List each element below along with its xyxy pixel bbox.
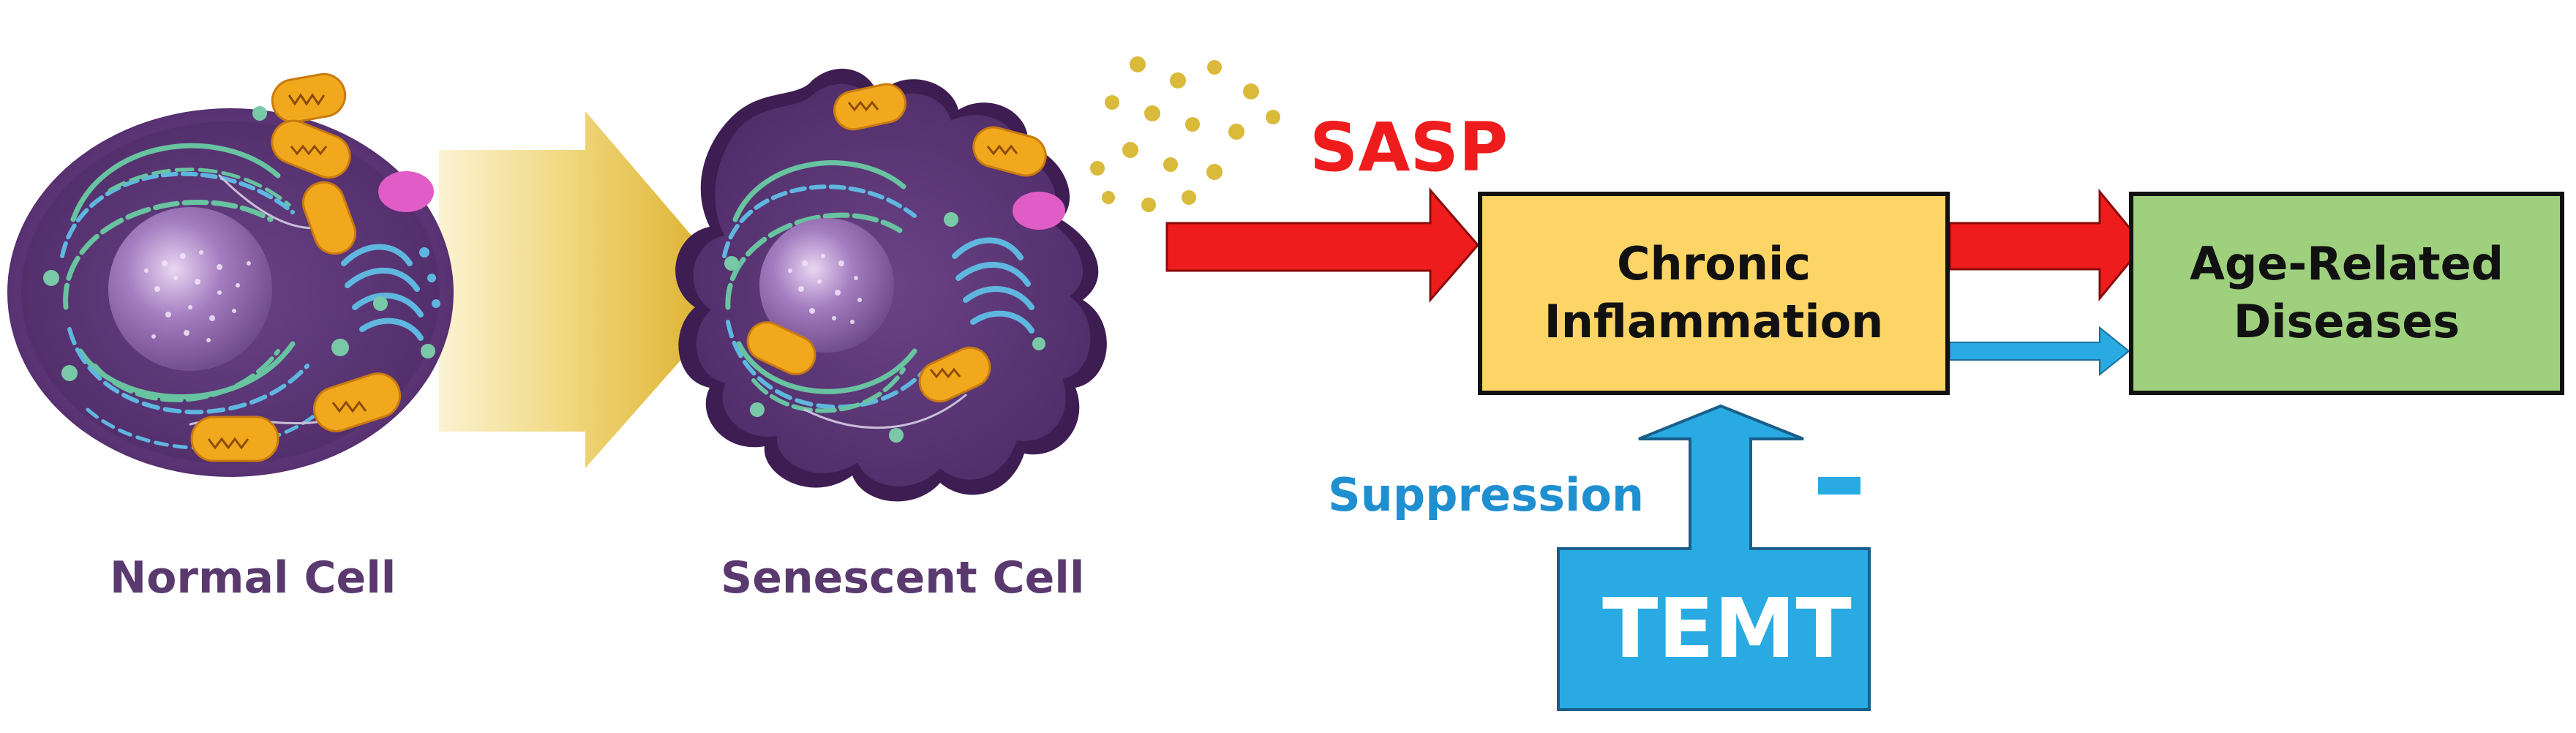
sasp-arrow	[1165, 187, 1479, 304]
disease-line1: Age-Related	[2189, 237, 2504, 291]
temt-label: TEMT	[1602, 582, 1852, 677]
senescent-cell-label: Senescent Cell	[721, 552, 1085, 604]
suppression-label: Suppression	[1328, 468, 1644, 522]
chronic-inflammation-box: Chronic Inflammation	[1478, 192, 1950, 395]
inflammation-to-disease-arrow	[1948, 188, 2145, 302]
disease-line2: Diseases	[2233, 295, 2460, 348]
sasp-label: SASP	[1310, 108, 1509, 187]
age-related-diseases-label: Age-Related Diseases	[2190, 236, 2504, 350]
minus-sign-icon	[1818, 477, 1860, 495]
transition-arrow	[439, 111, 740, 468]
blue-inflammation-arrow	[1949, 326, 2130, 377]
inflammation-line1: Chronic	[1617, 237, 1811, 291]
chronic-inflammation-label: Chronic Inflammation	[1544, 236, 1884, 350]
inflammation-line2: Inflammation	[1544, 295, 1884, 348]
sasp-particles-icon	[1090, 56, 1280, 212]
age-related-diseases-box: Age-Related Diseases	[2129, 192, 2564, 395]
suppression-arrow	[1557, 404, 1871, 711]
normal-cell-label: Normal Cell	[110, 552, 397, 604]
senescent-cell-icon	[675, 68, 1107, 502]
normal-cell-icon	[7, 72, 454, 477]
